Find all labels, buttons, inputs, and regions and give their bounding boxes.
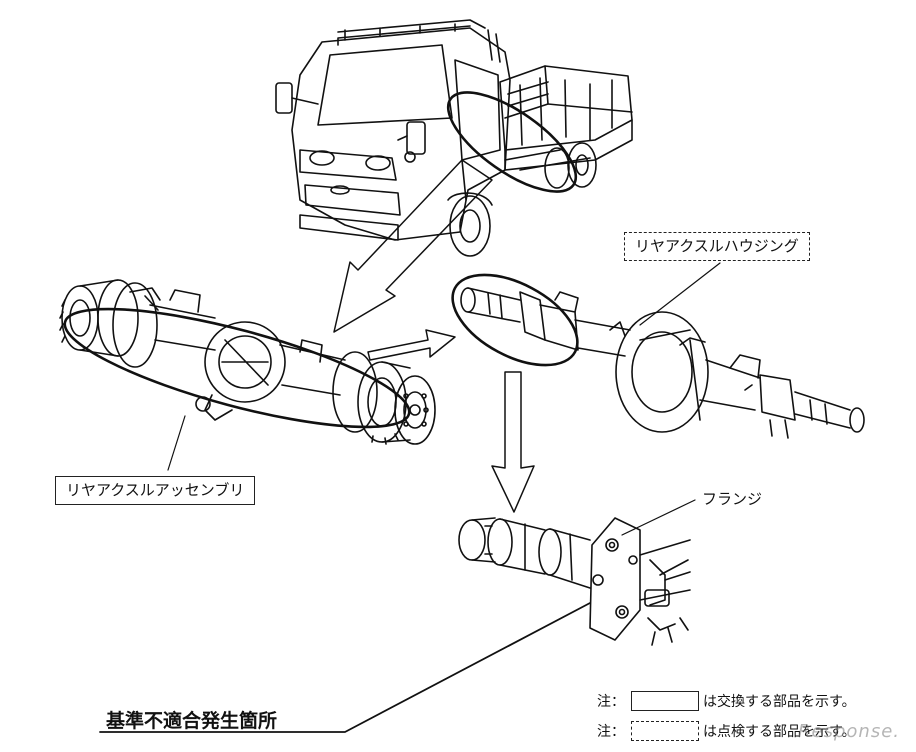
rear-axle-assembly-label: リヤアクスルアッセンブリ	[55, 476, 256, 505]
note-replace-text: は交換する部品を示す。	[703, 694, 856, 710]
note-inspect-prefix: 注：	[597, 724, 625, 740]
note-replace-prefix: 注：	[597, 694, 625, 710]
leader-nonconformity	[99, 602, 591, 733]
housing-highlight-ellipse	[451, 273, 579, 367]
solid-box-swatch	[631, 691, 699, 711]
dashed-box-swatch	[631, 721, 699, 741]
note-inspect-text: は点検する部品を示す。	[703, 724, 856, 740]
flange-detail-illustration	[458, 517, 691, 646]
leader-housing	[639, 262, 721, 326]
leader-assembly	[167, 415, 186, 471]
leader-flange	[621, 499, 696, 536]
nonconformity-location-label: 基準不適合発生箇所	[106, 710, 278, 732]
watermark-logo: Response.	[798, 721, 900, 742]
rear-axle-housing-label: リヤアクスルハウジング	[624, 232, 810, 261]
truck-highlight-ellipse	[446, 91, 578, 193]
arrow-housing-to-flange	[491, 371, 535, 513]
rear-axle-housing-illustration	[460, 287, 865, 439]
note-inspect: 注： は点検する部品を示す。	[597, 721, 856, 741]
truck-illustration	[275, 19, 633, 257]
rear-axle-assembly-illustration	[59, 279, 436, 445]
arrow-assembly-to-housing	[367, 329, 456, 361]
assembly-highlight-ellipse	[63, 307, 411, 429]
flange-label: フランジ	[702, 490, 763, 508]
arrow-truck-to-assembly	[333, 159, 493, 333]
note-replace: 注： は交換する部品を示す。	[597, 691, 856, 711]
